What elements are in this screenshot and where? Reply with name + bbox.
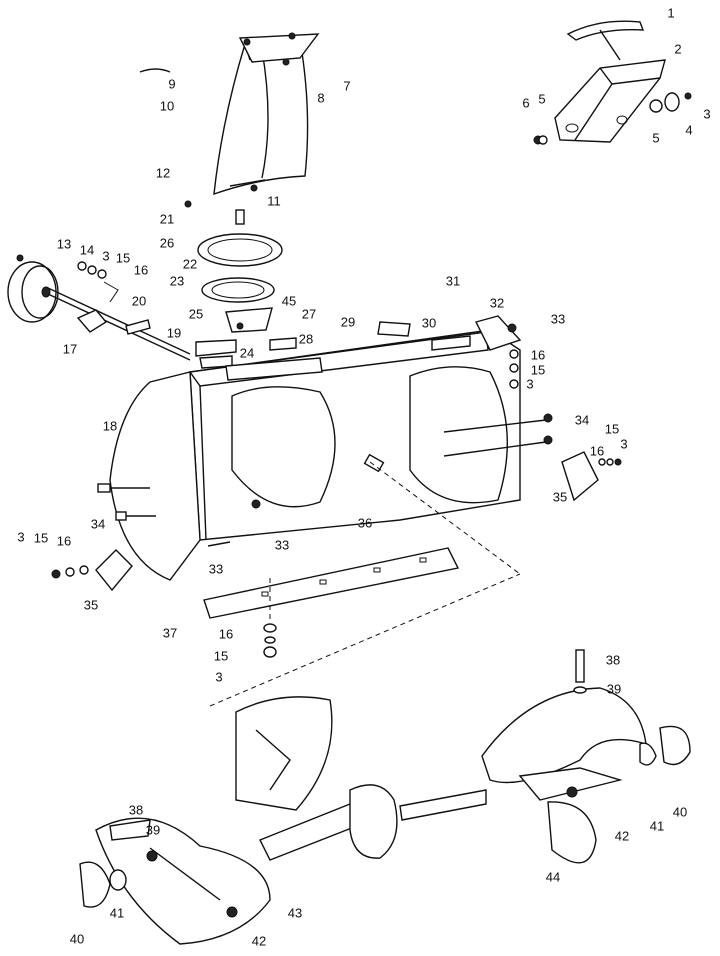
callout-label: 7 bbox=[343, 78, 351, 94]
callout-label: 24 bbox=[239, 345, 255, 361]
callout-label: 36 bbox=[357, 515, 373, 531]
callout-label: 44 bbox=[545, 869, 561, 885]
callout-label: 39 bbox=[606, 681, 622, 697]
callout-label: 33 bbox=[208, 561, 224, 577]
callout-label: 45 bbox=[281, 293, 297, 309]
callout-label: 22 bbox=[182, 256, 198, 272]
callout-label: 9 bbox=[168, 76, 176, 92]
callout-label: 38 bbox=[605, 652, 621, 668]
callout-label: 16 bbox=[530, 347, 546, 363]
callout-label: 3 bbox=[703, 106, 711, 122]
callout-label: 6 bbox=[522, 95, 530, 111]
callout-label: 5 bbox=[652, 130, 660, 146]
callout-label: 15 bbox=[33, 530, 49, 546]
reference-line bbox=[209, 573, 521, 707]
callout-label: 15 bbox=[115, 250, 131, 266]
callout-label: 14 bbox=[79, 242, 95, 258]
callout-label: 42 bbox=[251, 933, 267, 949]
callout-label: 43 bbox=[287, 905, 303, 921]
callout-label: 39 bbox=[145, 822, 161, 838]
callout-label: 10 bbox=[159, 98, 175, 114]
callout-label: 23 bbox=[169, 273, 185, 289]
callout-label: 33 bbox=[274, 537, 290, 553]
callout-label: 25 bbox=[188, 306, 204, 322]
callout-label: 31 bbox=[445, 273, 461, 289]
callout-label: 27 bbox=[301, 306, 317, 322]
chute-base-rings bbox=[197, 209, 283, 333]
callout-label: 17 bbox=[62, 341, 78, 357]
callout-label: 16 bbox=[589, 443, 605, 459]
callout-label: 30 bbox=[421, 315, 437, 331]
callout-label: 40 bbox=[672, 804, 688, 820]
callout-label: 42 bbox=[614, 828, 630, 844]
callout-label: 41 bbox=[109, 905, 125, 921]
callout-label: 35 bbox=[552, 489, 568, 505]
callout-label: 20 bbox=[131, 293, 147, 309]
auger-assembly bbox=[79, 649, 691, 945]
reference-line-2 bbox=[369, 461, 521, 575]
callout-label: 1 bbox=[667, 5, 675, 21]
callout-label: 29 bbox=[340, 314, 356, 330]
chute-handle-assembly bbox=[533, 20, 692, 145]
callout-label: 3 bbox=[102, 248, 110, 264]
discharge-chute bbox=[139, 32, 320, 208]
callout-label: 3 bbox=[620, 436, 628, 452]
callout-label: 32 bbox=[489, 295, 505, 311]
callout-label: 16 bbox=[133, 262, 149, 278]
callout-label: 5 bbox=[538, 91, 546, 107]
housing-bolts bbox=[51, 323, 622, 592]
callout-label: 21 bbox=[159, 211, 175, 227]
callout-label: 15 bbox=[213, 648, 229, 664]
callout-label: 37 bbox=[162, 625, 178, 641]
auger-housing bbox=[109, 315, 522, 581]
callout-label: 38 bbox=[128, 802, 144, 818]
callout-label: 8 bbox=[317, 90, 325, 106]
callout-label: 26 bbox=[159, 235, 175, 251]
callout-label: 34 bbox=[574, 412, 590, 428]
callout-label: 15 bbox=[604, 421, 620, 437]
pulley-assembly bbox=[7, 254, 191, 361]
callout-label: 35 bbox=[83, 597, 99, 613]
callout-label: 15 bbox=[530, 362, 546, 378]
callout-label: 16 bbox=[218, 626, 234, 642]
callout-label: 34 bbox=[90, 516, 106, 532]
callout-label: 2 bbox=[674, 41, 682, 57]
callout-label: 3 bbox=[215, 669, 223, 685]
callout-label: 3 bbox=[17, 529, 25, 545]
callout-label: 4 bbox=[685, 122, 693, 138]
callout-label: 33 bbox=[550, 311, 566, 327]
callout-label: 13 bbox=[56, 236, 72, 252]
callout-label: 16 bbox=[56, 533, 72, 549]
callout-label: 11 bbox=[267, 193, 281, 209]
callout-label: 40 bbox=[69, 931, 85, 947]
callout-label: 3 bbox=[526, 376, 534, 392]
callout-label: 41 bbox=[649, 818, 665, 834]
callout-label: 28 bbox=[298, 331, 314, 347]
scraper-bar bbox=[203, 547, 460, 658]
callout-label: 12 bbox=[155, 165, 171, 181]
callout-label: 18 bbox=[102, 418, 118, 434]
callout-label: 19 bbox=[166, 325, 182, 341]
